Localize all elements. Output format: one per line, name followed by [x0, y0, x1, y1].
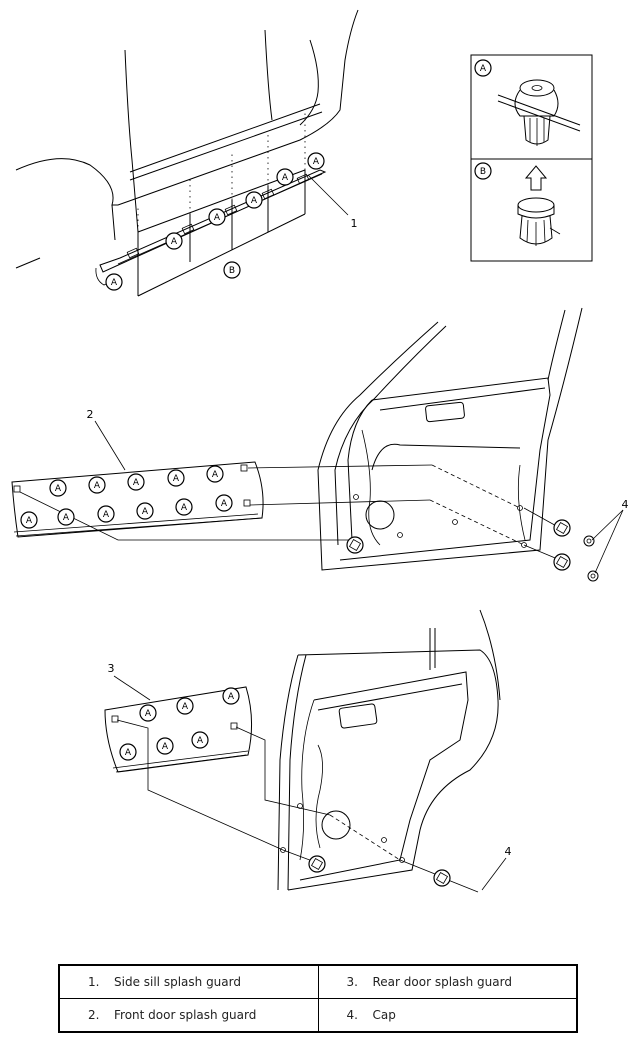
svg-text:A: A	[251, 196, 258, 206]
callout-a-22: A	[156, 737, 174, 755]
svg-text:A: A	[197, 736, 204, 746]
legend-row: 1.Side sill splash guard 3.Rear door spl…	[58, 964, 578, 999]
callout-a-19: A	[176, 697, 194, 715]
callout-a-14: A	[97, 505, 115, 523]
part-number-4-rear: 4	[505, 845, 512, 858]
front-door-view	[11, 307, 624, 582]
callout-a-20: A	[222, 687, 240, 705]
callout-a-15: A	[136, 502, 154, 520]
callout-a-3: A	[208, 208, 226, 226]
svg-text:A: A	[162, 742, 169, 752]
legend-cell: 3.Rear door splash guard	[317, 964, 578, 999]
callout-a-10: A	[167, 469, 185, 487]
svg-text:A: A	[182, 702, 189, 712]
svg-text:A: A	[63, 513, 70, 523]
clip-detail-box	[470, 54, 593, 262]
callout-a-12: A	[20, 511, 38, 529]
svg-text:A: A	[313, 157, 320, 167]
callout-a-6: A	[307, 152, 325, 170]
svg-text:A: A	[125, 748, 132, 758]
splash-guard-diagram: A A A A A A B 1 A B	[11, 9, 629, 893]
clip-a-illustration	[497, 79, 581, 146]
part-number-3: 3	[108, 662, 115, 675]
part-number-2: 2	[87, 408, 94, 421]
callout-a-17: A	[215, 494, 233, 512]
svg-text:A: A	[133, 478, 140, 488]
svg-text:A: A	[221, 499, 228, 509]
callout-a-8: A	[88, 476, 106, 494]
svg-text:A: A	[173, 474, 180, 484]
svg-text:A: A	[480, 64, 487, 74]
svg-text:A: A	[212, 470, 219, 480]
legend-cell: 2.Front door splash guard	[58, 998, 319, 1033]
callout-a-13: A	[57, 508, 75, 526]
clip-b-illustration	[517, 165, 561, 246]
callout-a-18: A	[139, 704, 157, 722]
callout-a-4: A	[245, 191, 263, 209]
part-number-1: 1	[351, 217, 358, 230]
callout-a-1: A	[105, 273, 123, 291]
svg-text:A: A	[171, 237, 178, 247]
legend-row: 2.Front door splash guard 4.Cap	[58, 998, 578, 1033]
svg-text:A: A	[111, 278, 118, 288]
callout-a-7: A	[49, 479, 67, 497]
legend-cell: 4.Cap	[317, 998, 578, 1033]
svg-text:A: A	[145, 709, 152, 719]
legend-cell: 1.Side sill splash guard	[58, 964, 319, 999]
svg-text:A: A	[228, 692, 235, 702]
svg-text:A: A	[26, 516, 33, 526]
callout-a-23: A	[191, 731, 209, 749]
svg-text:A: A	[55, 484, 62, 494]
svg-text:A: A	[181, 503, 188, 513]
svg-text:A: A	[282, 173, 289, 183]
legend-table: 1.Side sill splash guard 3.Rear door spl…	[58, 964, 578, 1033]
callout-b-1: B	[223, 261, 241, 279]
callout-a-16: A	[175, 498, 193, 516]
svg-text:B: B	[480, 167, 486, 177]
svg-text:A: A	[94, 481, 101, 491]
callout-a-2: A	[165, 232, 183, 250]
detail-label-b: B	[474, 162, 492, 180]
part-number-4-front: 4	[622, 498, 629, 511]
side-sill-view	[15, 9, 359, 297]
rear-door-view	[104, 609, 507, 893]
svg-text:A: A	[214, 213, 221, 223]
svg-text:B: B	[229, 266, 235, 276]
svg-text:A: A	[103, 510, 110, 520]
callout-a-5: A	[276, 168, 294, 186]
callout-a-11: A	[206, 465, 224, 483]
callout-a-9: A	[127, 473, 145, 491]
detail-label-a: A	[474, 59, 492, 77]
callout-a-21: A	[119, 743, 137, 761]
svg-text:A: A	[142, 507, 149, 517]
